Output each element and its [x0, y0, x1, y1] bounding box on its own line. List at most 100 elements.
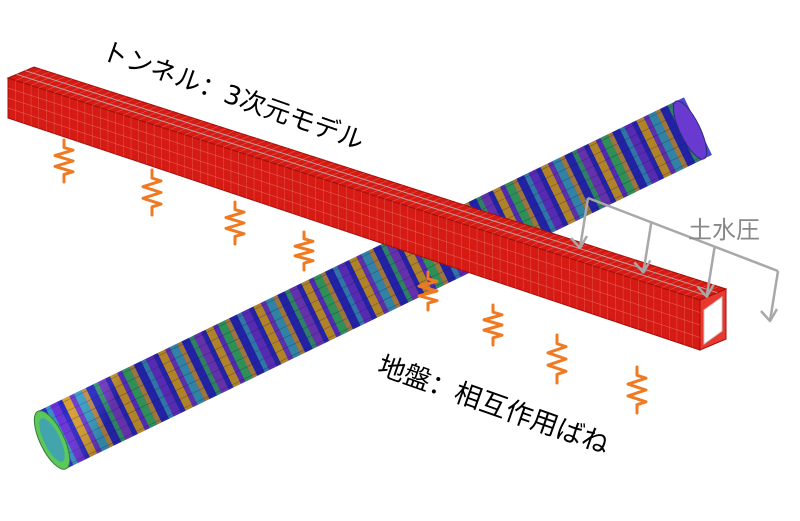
- tunnel-mesh-line: [469, 214, 496, 227]
- tunnel-mesh-line: [523, 232, 550, 244]
- pressure-arrow-icon: [633, 222, 653, 274]
- tunnel-mesh-line: [25, 70, 718, 294]
- spring-icon: [626, 365, 648, 415]
- tunnel-mesh-line: [507, 227, 534, 239]
- tunnel-mesh-line: [315, 165, 342, 177]
- spring-icon: [546, 333, 568, 385]
- pipe-shading: [38, 101, 704, 469]
- tunnel-mesh-line: [23, 71, 50, 84]
- tunnel-mesh-line: [192, 126, 219, 138]
- tunnel-mesh-line: [107, 98, 135, 111]
- pressure-arrow-icon: [760, 270, 780, 323]
- tunnel-mesh-line: [415, 197, 442, 209]
- pressure-arrow-icon: [696, 246, 716, 298]
- tunnel-opening: [703, 296, 723, 345]
- tunnel-mesh-line: [230, 138, 258, 150]
- tunnel-mesh-line: [607, 259, 634, 271]
- tunnel-mesh-line: [284, 155, 311, 167]
- spring-icon: [53, 138, 75, 184]
- tunnel-box: [6, 66, 728, 351]
- tunnel-mesh-line: [407, 195, 434, 207]
- tunnel-mesh-line: [154, 113, 181, 126]
- tunnel-mesh-line: [146, 111, 173, 123]
- tunnel-mesh-line: [253, 145, 281, 158]
- pressure-line: [587, 196, 779, 273]
- tunnel-mesh-line: [446, 207, 473, 219]
- tunnel-mesh-line: [384, 187, 411, 200]
- tunnel-mesh-line: [246, 143, 273, 155]
- tunnel-mesh-line: [515, 229, 542, 241]
- tunnel-mesh-line: [484, 219, 511, 232]
- tunnel-mesh-line: [177, 121, 204, 133]
- tunnel-mesh-line: [61, 84, 88, 96]
- tunnel-mesh-line: [54, 81, 81, 93]
- tunnel-mesh-line: [307, 163, 334, 175]
- tunnel-mesh-line: [215, 133, 242, 145]
- tunnel-mesh-line: [669, 278, 696, 291]
- tunnel-mesh-line: [653, 274, 680, 286]
- ground-springs: [53, 138, 648, 415]
- tunnel-mesh-line: [530, 234, 557, 246]
- spring-icon: [417, 270, 439, 312]
- tunnel-mesh-line: [461, 212, 488, 224]
- tunnel-mesh-line: [238, 140, 265, 153]
- tunnel-mesh-line: [500, 224, 527, 237]
- earth-pressure-arrows: [570, 196, 780, 323]
- tunnel-mesh-line: [207, 130, 234, 143]
- tunnel-mesh-line: [438, 204, 465, 217]
- tunnel-mesh-line: [584, 251, 611, 264]
- tunnel-mesh-line: [353, 177, 381, 190]
- tunnel-mesh-line: [576, 249, 604, 261]
- tunnel-mesh-line: [277, 153, 304, 165]
- pipe-far-cap: [672, 100, 708, 160]
- pressure-arrow-icon: [570, 197, 590, 250]
- tunnel-mesh-line: [300, 160, 327, 172]
- tunnel-mesh-line: [269, 150, 296, 163]
- tunnel-mesh-line: [169, 118, 196, 130]
- tunnel-mesh-line: [346, 175, 373, 187]
- tunnel-mesh-line: [30, 74, 58, 86]
- pipe-end-cap-inner: [39, 418, 65, 462]
- tunnel-mesh-line: [16, 73, 709, 297]
- spring-icon: [482, 303, 504, 347]
- tunnel-mesh-line: [223, 135, 250, 148]
- tunnel-mesh-line: [561, 244, 588, 256]
- tunnel-mesh-line: [423, 200, 450, 212]
- tunnel-mesh-line: [123, 103, 150, 116]
- tunnel-mesh-line: [369, 182, 396, 195]
- tunnel-mesh-line: [7, 107, 701, 338]
- tunnel-mesh-line: [376, 185, 404, 197]
- spring-icon: [293, 230, 315, 272]
- tunnel-mesh-line: [7, 87, 701, 313]
- tunnel-mesh-line: [15, 69, 42, 81]
- tunnel-mesh-line: [338, 172, 365, 185]
- tunnel-mesh-line: [476, 217, 504, 229]
- tunnel-mesh-line: [361, 180, 388, 192]
- tunnel-mesh-line: [676, 281, 704, 293]
- tunnel-mesh-line: [538, 237, 565, 249]
- tunnel-mesh-line: [184, 123, 211, 135]
- tunnel-mesh-line: [46, 79, 73, 91]
- earth-pressure-label: 土水圧: [688, 216, 760, 244]
- tunnel-mesh-line: [261, 148, 288, 160]
- tunnel-mesh-line: [115, 101, 142, 113]
- tunnel-mesh-line: [100, 96, 127, 108]
- tunnel-mesh-line: [69, 86, 96, 98]
- tunnel-mesh-line: [453, 209, 481, 222]
- tunnel-mesh-line: [7, 97, 701, 326]
- tunnel-mesh-line: [400, 192, 427, 204]
- spring-icon: [141, 168, 163, 217]
- tunnel-mesh-line: [646, 271, 673, 283]
- tunnel-mesh-line: [200, 128, 227, 140]
- tunnel-mesh-line: [430, 202, 457, 214]
- tunnel-mesh-line: [684, 283, 711, 296]
- tunnel-mesh-line: [292, 158, 319, 170]
- tunnel-mesh-line: [599, 256, 627, 269]
- tunnel-mesh-line: [492, 222, 519, 234]
- tunnel-mesh-line: [323, 167, 350, 180]
- ground-springs-label: 地盤：相互作用ばね: [374, 350, 613, 460]
- tunnel-mesh-line: [592, 254, 619, 266]
- tunnel-mesh-line: [130, 106, 158, 118]
